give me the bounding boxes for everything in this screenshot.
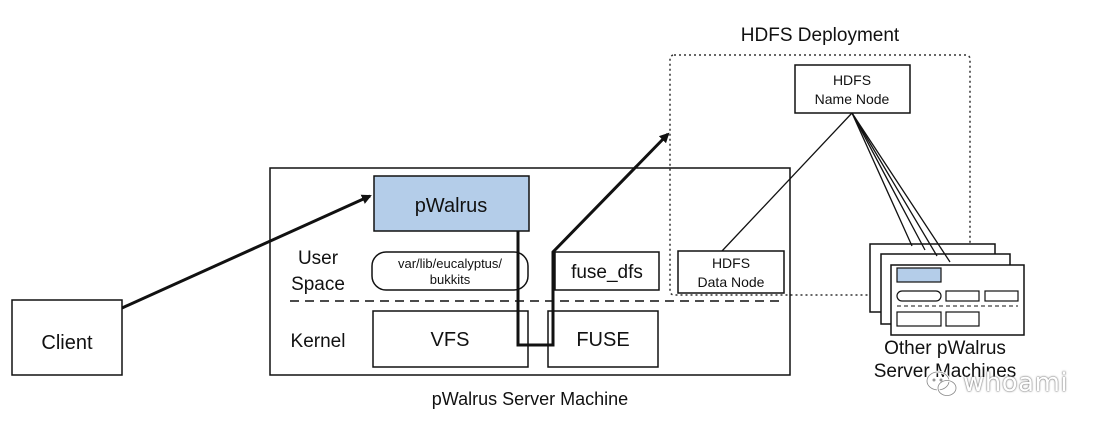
mini-vfs-box [896, 311, 942, 327]
namenode-datanode-link [721, 112, 853, 252]
pwalrus-box [373, 175, 530, 232]
mini-fuse-dfs-box [945, 290, 980, 302]
vfs-box [372, 310, 529, 368]
hdfs-deployment-region [669, 54, 971, 296]
chat-bubble-icon [925, 370, 958, 397]
user-space-label-1: User [298, 248, 339, 269]
kernel-label: Kernel [291, 331, 346, 352]
bukkits-label-1: var/lib/eucalyptus/ [398, 256, 502, 271]
bukkits-box [371, 251, 529, 291]
fuse-label: FUSE [576, 329, 629, 351]
user-space-label-2: Space [291, 274, 345, 295]
pwalrus-label: pWalrus [415, 195, 488, 217]
server-machine-label: pWalrus Server Machine [432, 389, 628, 409]
other-machines-label-2: Server Machines [874, 361, 1017, 382]
watermark: whoami [925, 366, 1075, 402]
fuse-dfs-box [554, 251, 660, 291]
namenode-machine-link-2 [851, 112, 926, 251]
mini-data-node-box [984, 290, 1019, 302]
data-node-label-1: HDFS [712, 255, 750, 271]
bukkits-label-2: bukkits [430, 272, 471, 287]
namenode-machine-link-3 [851, 112, 938, 257]
hdfs-deployment-label: HDFS Deployment [741, 25, 900, 46]
mini-fuse-box [945, 311, 980, 327]
other-machines-label-1: Other pWalrus [884, 338, 1006, 359]
name-node-label-2: Name Node [815, 91, 890, 107]
data-node-label-2: Data Node [698, 274, 765, 290]
client-label: Client [41, 332, 93, 354]
request-path-line [516, 132, 670, 347]
server-machine-box [269, 167, 791, 376]
namenode-machine-link-1 [851, 112, 913, 247]
fuse-dfs-label: fuse_dfs [571, 262, 643, 283]
mini-pwalrus-box [896, 267, 942, 283]
mini-bukkits-box [896, 290, 942, 302]
other-machines-stack [869, 243, 1025, 336]
name-node-label-1: HDFS [833, 72, 871, 88]
client-to-pwalrus-arrow [121, 194, 372, 310]
watermark-text: whoami [963, 368, 1069, 398]
data-node-box [677, 250, 785, 294]
client-box [11, 299, 123, 376]
fuse-box [547, 310, 659, 368]
namenode-machine-link-4 [851, 112, 951, 263]
name-node-box [794, 64, 911, 114]
vfs-label: VFS [431, 329, 470, 351]
